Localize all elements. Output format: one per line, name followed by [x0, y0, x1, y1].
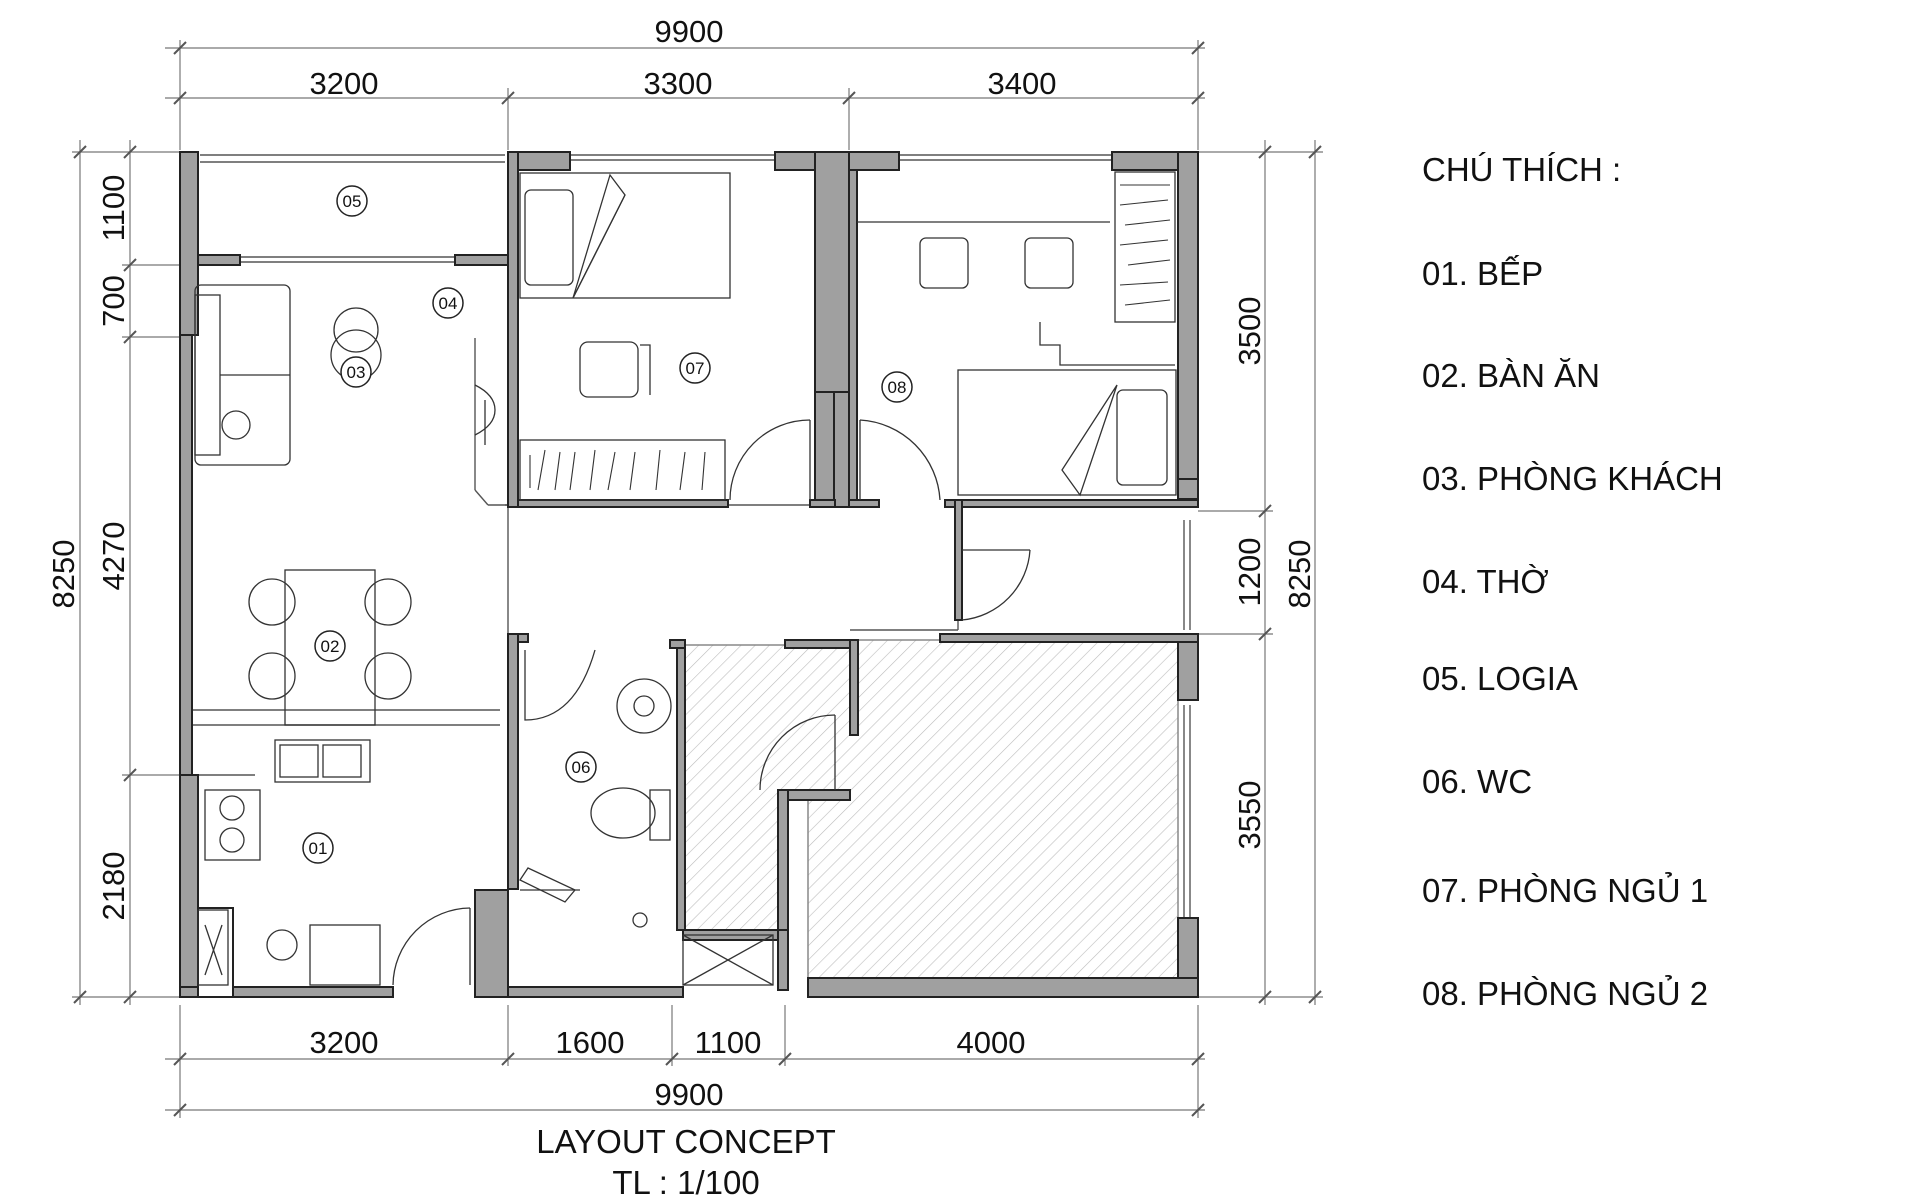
- dim-left-segment: 2180: [96, 852, 131, 921]
- legend-item: 07. PHÒNG NGỦ 1: [1422, 872, 1708, 909]
- legend-item: 01. BẾP: [1422, 255, 1543, 292]
- room-number: 03: [347, 363, 366, 382]
- room-marker-07: 07: [679, 352, 711, 384]
- room-number: 07: [686, 359, 705, 378]
- dim-top-segment: 3400: [988, 66, 1057, 101]
- dim-bottom-segment: 1100: [695, 1025, 762, 1060]
- room-marker-08: 08: [881, 371, 913, 403]
- dim-right-segment: 1200: [1232, 538, 1267, 607]
- dim-right-segment: 3550: [1232, 781, 1267, 850]
- room-number: 04: [439, 294, 458, 313]
- dim-left-segment: 1100: [96, 175, 131, 242]
- room-marker-02: 02: [314, 630, 346, 662]
- room-number: 06: [572, 758, 591, 777]
- room-marker-04: 04: [432, 287, 464, 319]
- legend-item: 04. THỜ: [1422, 563, 1549, 600]
- dim-top-segment: 3200: [310, 66, 379, 101]
- dim-right-total: 8250: [1282, 540, 1317, 609]
- caption-title: LAYOUT CONCEPT: [536, 1123, 836, 1160]
- legend-item: 05. LOGIA: [1422, 660, 1578, 697]
- room-number: 01: [309, 839, 328, 858]
- dimension-lines: [72, 40, 1323, 1118]
- room-marker-05: 05: [336, 185, 368, 217]
- room-marker-01: 01: [302, 832, 334, 864]
- room-marker-06: 06: [565, 751, 597, 783]
- dim-left-total: 8250: [46, 540, 81, 609]
- room-number: 02: [321, 637, 340, 656]
- legend-item: 03. PHÒNG KHÁCH: [1422, 460, 1723, 497]
- legend-item: 08. PHÒNG NGỦ 2: [1422, 975, 1708, 1012]
- dim-bottom-segment: 1600: [556, 1025, 625, 1060]
- furniture: [194, 171, 1177, 986]
- room-number: 08: [888, 378, 907, 397]
- dim-bottom-segment: 3200: [310, 1025, 379, 1060]
- room-markers: 01 02 03 04 05 06 07 08: [302, 185, 913, 864]
- dim-bottom-segment: 4000: [957, 1025, 1026, 1060]
- dimension-ticks: [73, 41, 1322, 1117]
- legend: CHÚ THÍCH : 01. BẾP 02. BÀN ĂN 03. PHÒNG…: [1422, 151, 1723, 1012]
- room-number: 05: [343, 192, 362, 211]
- dim-left-segment: 700: [96, 275, 131, 327]
- legend-item: 02. BÀN ĂN: [1422, 357, 1600, 394]
- dim-top-segment: 3300: [644, 66, 713, 101]
- dim-left-segment: 4270: [96, 522, 131, 591]
- room-marker-03: 03: [340, 356, 372, 388]
- dim-right-segment: 3500: [1232, 297, 1267, 366]
- legend-title: CHÚ THÍCH :: [1422, 151, 1621, 188]
- legend-item: 06. WC: [1422, 763, 1532, 800]
- dim-bottom-total: 9900: [655, 1077, 724, 1112]
- dim-top-total: 9900: [655, 14, 724, 49]
- caption-scale: TL : 1/100: [612, 1164, 759, 1200]
